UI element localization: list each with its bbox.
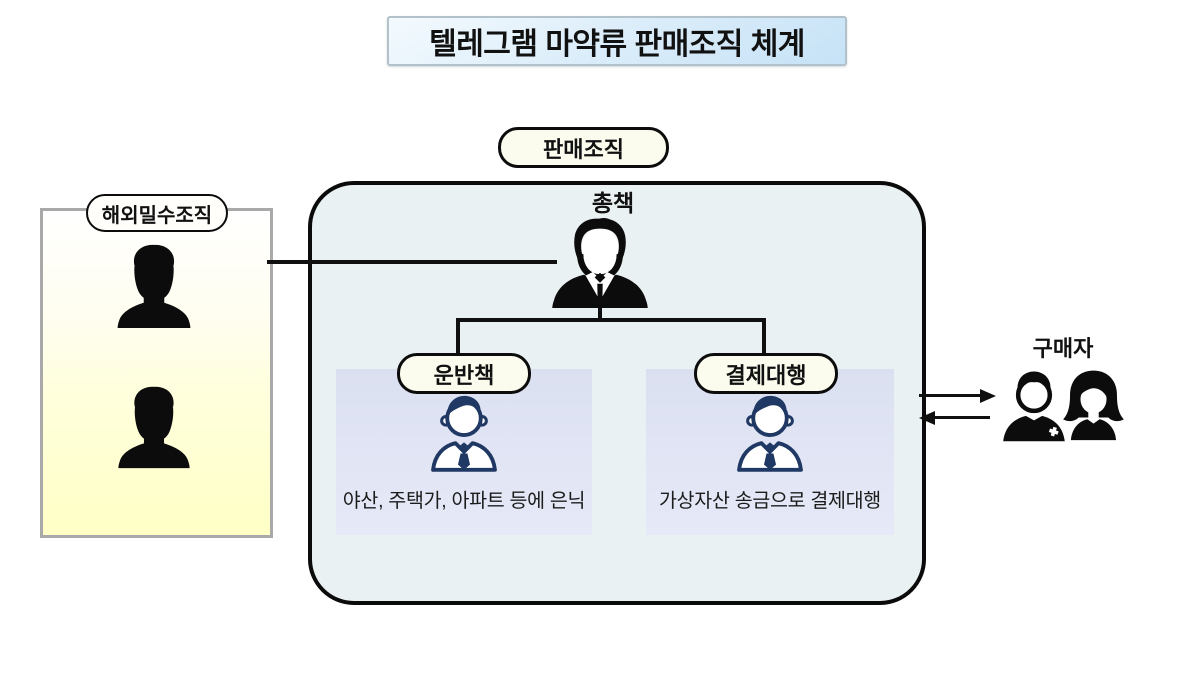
- arrow-out-line: [919, 394, 982, 397]
- woman-icon: [1057, 367, 1130, 442]
- diagram-title-text: 텔레그램 마약류 판매조직 체계: [429, 28, 805, 61]
- male-silhouette-icon: [112, 243, 196, 329]
- male-silhouette-icon: [112, 385, 196, 469]
- connector-drop-left: [456, 318, 460, 356]
- buyer-label: 구매자: [1013, 334, 1113, 361]
- connector-horizontal: [456, 318, 766, 322]
- sales-org-pill-label: 판매조직: [543, 136, 624, 162]
- tie-person-outline-icon: [421, 392, 507, 472]
- sales-org-pill: 판매조직: [498, 127, 669, 168]
- payment-desc-text: 가상자산 송금으로 결제대행: [659, 490, 881, 512]
- transporter-desc: 야산, 주택가, 아파트 등에 은닉: [336, 484, 592, 513]
- smuggling-org-pill: 해외밀수조직: [86, 194, 228, 232]
- payment-pill-label: 결제대행: [725, 362, 807, 388]
- arrow-right-icon: [980, 388, 996, 403]
- smuggling-org-pill-label: 해외밀수조직: [101, 204, 213, 227]
- transporter-pill: 운반책: [397, 353, 531, 394]
- transporter-pill-label: 운반책: [433, 362, 495, 388]
- man-icon: [996, 368, 1072, 442]
- connector-drop-right: [762, 318, 766, 356]
- connector-smuggle-to-boss: [267, 260, 557, 264]
- arrow-left-icon: [919, 410, 935, 425]
- connector-boss-stem: [598, 305, 602, 322]
- arrow-in-line: [934, 416, 990, 419]
- buyer-label-text: 구매자: [1032, 336, 1094, 361]
- businessman-icon: [550, 218, 650, 308]
- diagram-title: 텔레그램 마약류 판매조직 체계: [387, 16, 847, 66]
- boss-label-text: 총책: [591, 190, 635, 216]
- payment-pill: 결제대행: [694, 353, 838, 394]
- boss-label: 총책: [308, 187, 918, 216]
- transporter-desc-text: 야산, 주택가, 아파트 등에 은닉: [342, 490, 586, 512]
- payment-desc: 가상자산 송금으로 결제대행: [646, 484, 894, 513]
- tie-person-outline-icon: [727, 392, 813, 472]
